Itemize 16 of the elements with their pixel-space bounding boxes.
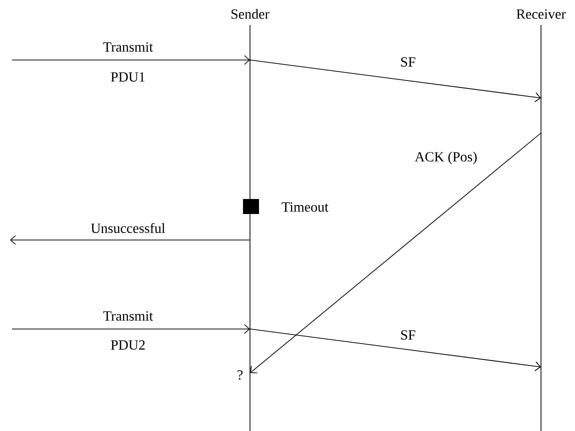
arrow	[250, 132, 542, 374]
pdu-label: PDU1	[110, 72, 145, 82]
arrow	[250, 60, 541, 102]
arrow	[250, 328, 541, 372]
edge-label: SF	[401, 57, 416, 67]
arrow	[12, 55, 250, 65]
arrow	[10, 235, 250, 245]
question-mark: ?	[238, 370, 243, 380]
edge-label: Transmit	[103, 311, 153, 321]
edge-label: Unsuccessful	[90, 223, 166, 233]
edge-label: Transmit	[103, 42, 153, 52]
lifeline: Receiver	[516, 9, 566, 431]
arrow	[12, 324, 250, 334]
edge-label: SF	[401, 330, 416, 340]
pdu-label: PDU2	[110, 340, 145, 350]
edge-label: ACK (Pos)	[414, 152, 477, 164]
